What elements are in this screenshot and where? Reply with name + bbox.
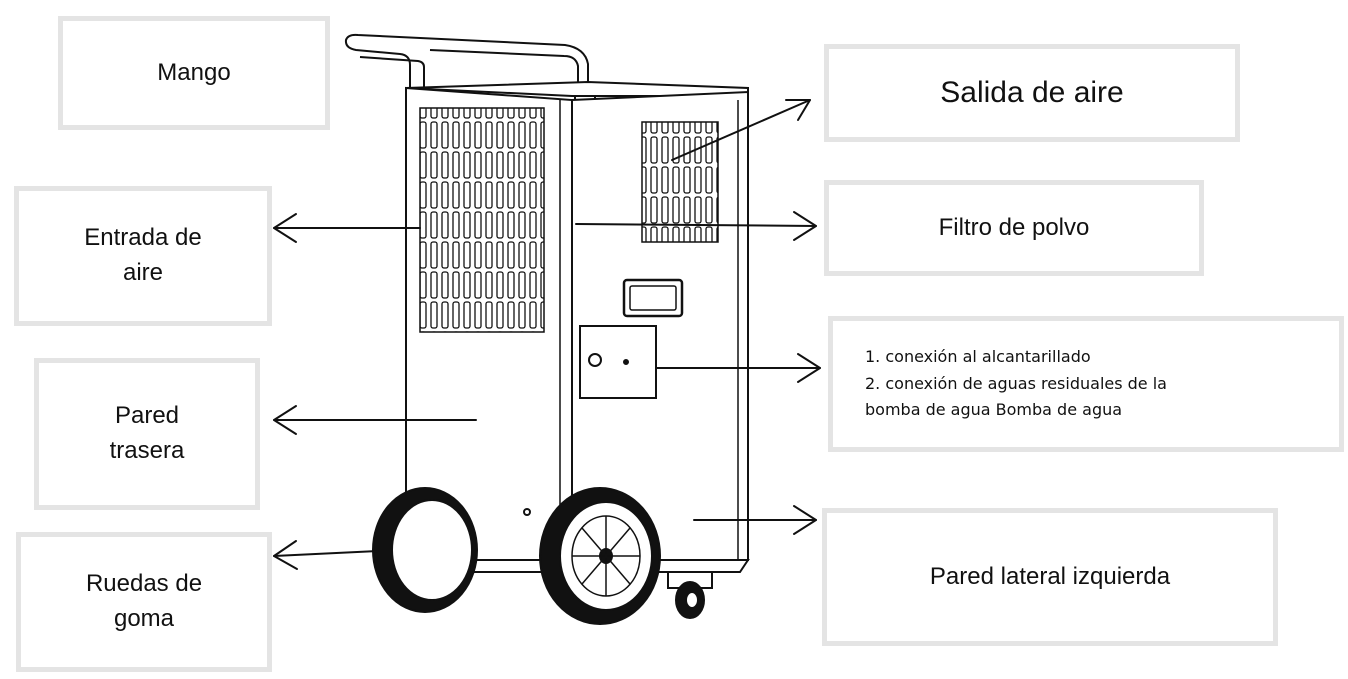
arrow-air-inlet [273,213,421,243]
label-connections: 1. conexión al alcantarillado 2. conexió… [828,316,1344,452]
label-rubber-wheels-text: Ruedas de goma [85,570,203,632]
arrow-left-side-wall [693,505,817,535]
connections-item: 1. conexión al alcantarillado [865,347,1091,367]
label-left-side-wall-text: Pared lateral izquierda [929,562,1171,590]
label-dust-filter-text: Filtro de polvo [938,213,1090,241]
arrow-connections [655,353,821,383]
label-left-side-wall: Pared lateral izquierda [822,508,1278,646]
caster-wheel [667,571,713,619]
label-air-outlet-text: Salida de aire [940,76,1124,110]
arrow-rear-wall [273,405,477,435]
side-body [571,90,749,567]
connections-list: 1. conexión al alcantarillado 2. conexió… [865,344,1167,423]
connections-item: 2. conexión de aguas residuales de la [865,373,1167,393]
pointer-arrows [273,99,821,570]
label-rubber-wheels: Ruedas de goma [16,532,272,672]
arrow-rubber-wheels [273,540,379,570]
label-rear-wall-text: Pared trasera [109,402,185,464]
label-dust-filter: Filtro de polvo [824,180,1204,276]
label-rear-wall: Pared trasera [34,358,260,510]
label-handle-text: Mango [157,58,231,86]
label-air-outlet: Salida de aire [824,44,1240,142]
label-handle: Mango [58,16,330,130]
front-wheel [539,487,661,625]
label-air-inlet-text: Entrada de aire [84,224,202,286]
label-air-inlet: Entrada de aire [14,186,272,326]
arrow-dust-filter [575,211,817,241]
rear-body [405,86,573,561]
arrow-air-outlet [671,99,811,161]
connections-item: bomba de agua Bomba de agua [865,400,1123,420]
rear-wheel [372,487,478,613]
